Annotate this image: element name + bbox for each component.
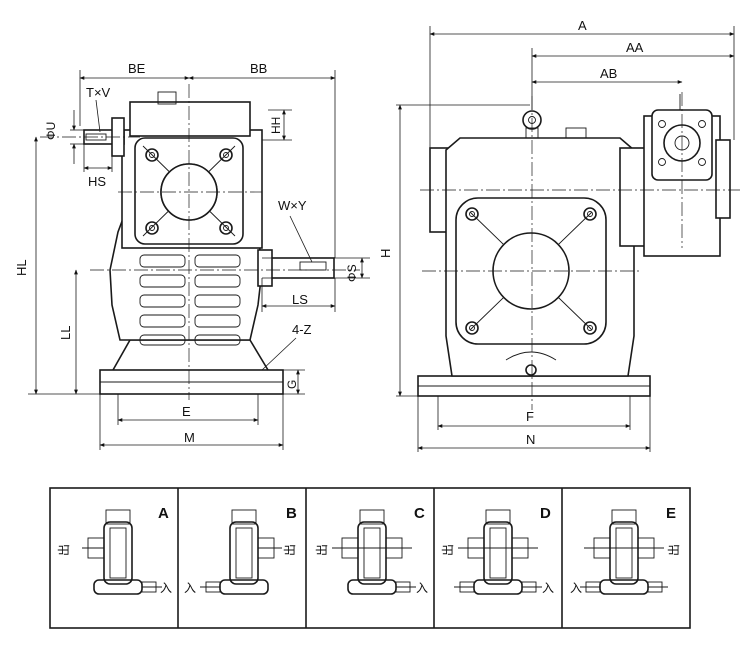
mounting-position-c: C 出 入: [315, 505, 428, 595]
side-cover-bolts: [465, 207, 597, 335]
label-hl: HL: [14, 259, 29, 276]
output-label: 出: [667, 544, 681, 556]
label-wxy: W×Y: [278, 198, 307, 213]
front-view: BE BB T×V ΦU HH HS HL W×Y ΦS LS LL 4-Z G…: [14, 61, 370, 450]
label-n: N: [526, 432, 535, 447]
side-view: A AA AB H F N: [378, 18, 740, 452]
label-phi-s: ΦS: [345, 264, 359, 282]
label-ab: AB: [600, 66, 617, 81]
input-label: 入: [570, 581, 582, 595]
mounting-position-d: D 出 入: [441, 505, 554, 595]
cooling-fins: [139, 254, 241, 346]
front-base-rib: [112, 339, 269, 371]
position-letter: D: [540, 505, 551, 522]
mounting-position-b: B 出 入: [184, 505, 297, 595]
label-bb: BB: [250, 61, 267, 76]
label-h: H: [378, 249, 393, 258]
label-txv: T×V: [86, 85, 111, 100]
label-4z: 4-Z: [292, 322, 312, 337]
position-letter: B: [286, 505, 297, 522]
label-m: M: [184, 430, 195, 445]
output-label: 出: [283, 544, 297, 556]
drain-plug: [525, 364, 537, 376]
front-top-cap: [129, 101, 251, 137]
label-be: BE: [128, 61, 146, 76]
output-label: 出: [57, 544, 71, 556]
position-letter: E: [666, 505, 676, 522]
output-label: 出: [441, 544, 455, 556]
label-e: E: [182, 404, 191, 419]
input-label: 入: [160, 581, 172, 595]
output-label: 出: [315, 544, 329, 556]
mounting-positions-table: [49, 487, 691, 629]
label-hh: HH: [269, 117, 283, 134]
input-label: 入: [416, 581, 428, 595]
mounting-position-a: A 出 入: [57, 505, 172, 595]
input-label: 入: [542, 581, 554, 595]
cover-bolts: [145, 148, 233, 235]
label-f: F: [526, 409, 534, 424]
label-hs: HS: [88, 174, 106, 189]
mounting-position-e: E 出 入: [570, 505, 681, 595]
label-g: G: [285, 380, 299, 389]
position-letter: C: [414, 505, 425, 522]
input-label: 入: [184, 581, 196, 595]
position-letter: A: [158, 505, 169, 522]
label-ls: LS: [292, 292, 308, 307]
mounting-table-frame: [49, 487, 691, 629]
label-ll: LL: [58, 326, 73, 340]
label-a: A: [578, 18, 587, 33]
label-phi-u: ΦU: [44, 122, 58, 140]
label-aa: AA: [626, 40, 644, 55]
